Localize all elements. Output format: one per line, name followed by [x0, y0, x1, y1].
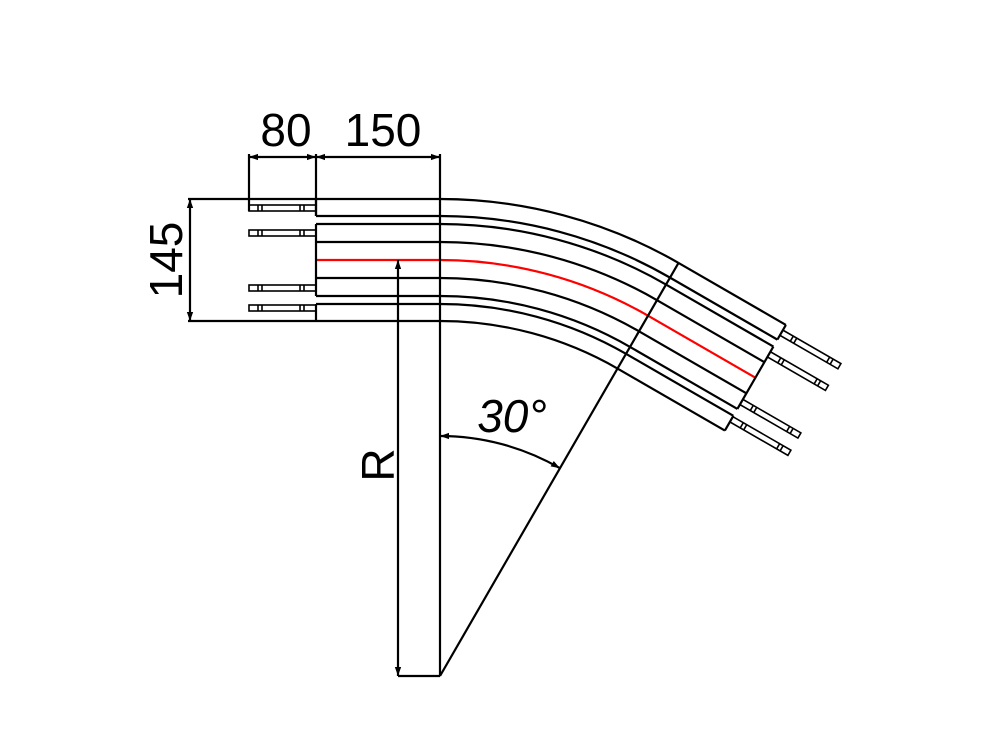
dimensions: 80 150 145 R 30°: [140, 104, 680, 678]
connector-pin: [248, 229, 317, 237]
dimension-label-80: 80: [260, 104, 311, 156]
bend-edge-arc: [439, 240, 658, 302]
bend-edge-arc: [439, 302, 627, 355]
straight-section: [248, 197, 440, 323]
bend-edge-arc: [439, 214, 671, 279]
connector-pin: [248, 284, 317, 292]
straight-section-end: [616, 261, 846, 466]
connector-pin: [248, 304, 317, 312]
bend-edge-arc: [439, 319, 619, 370]
connector-pin: [248, 204, 317, 212]
dimension-label-radius: R: [352, 448, 404, 481]
dimension-arc-30: [439, 432, 561, 470]
dimension-label-angle: 30°: [477, 390, 547, 442]
dimension-label-145: 145: [140, 222, 192, 299]
bend-arcs: [439, 197, 680, 370]
radial-line-30: [439, 262, 680, 677]
dimension-label-150: 150: [345, 104, 422, 156]
bend-edge-arc: [439, 222, 667, 286]
centerline-arc: [439, 258, 649, 317]
bend-edge-arc: [439, 197, 680, 264]
bend-edge-arc: [439, 294, 631, 348]
bend-edge-arc: [439, 276, 640, 333]
